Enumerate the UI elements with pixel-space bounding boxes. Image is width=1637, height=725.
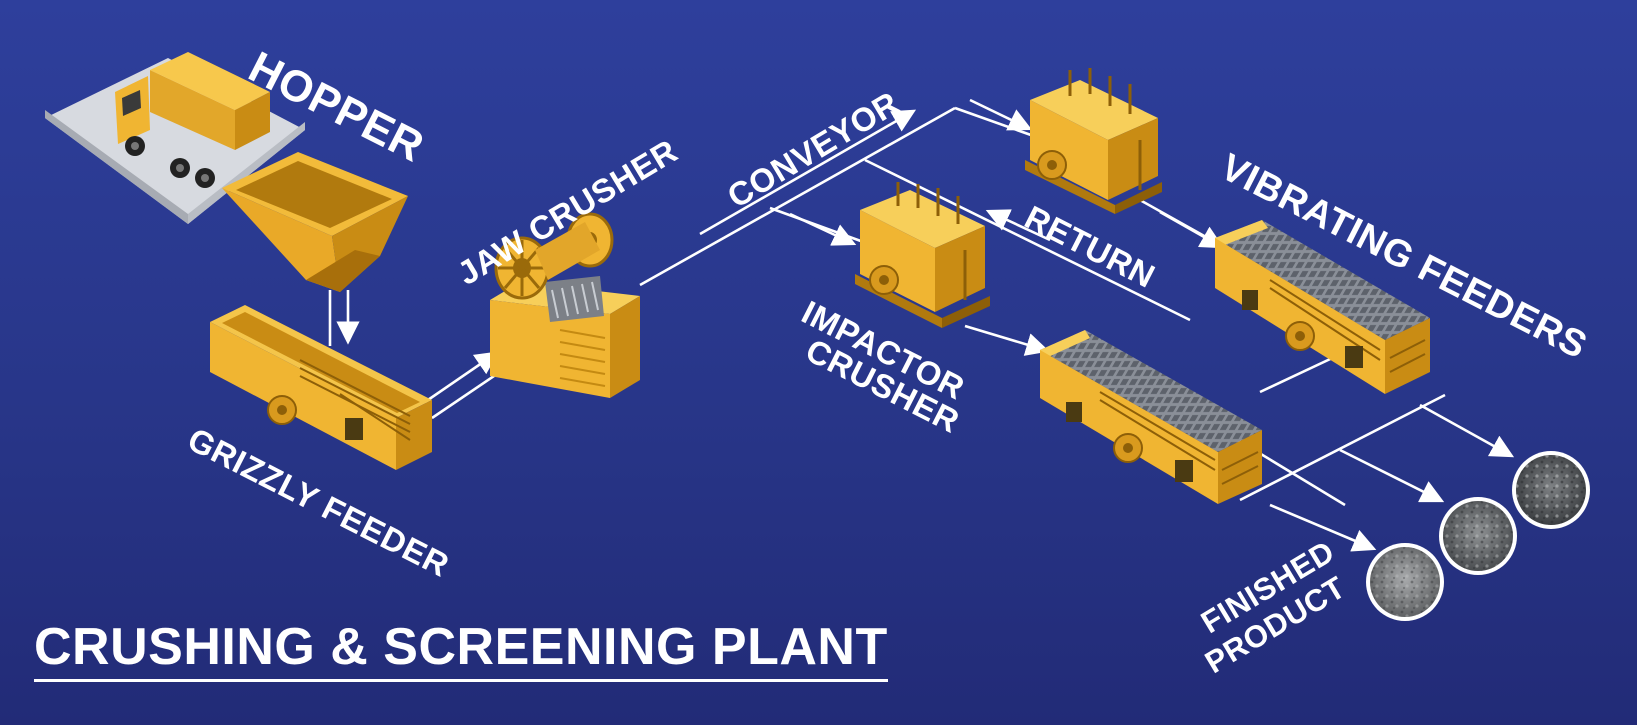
collector-line bbox=[1239, 393, 1446, 502]
page-title: CRUSHING & SCREENING PLANT bbox=[34, 620, 888, 682]
product-arrow-2 bbox=[1339, 448, 1445, 503]
feeder-to-jaw-arrow bbox=[424, 351, 499, 404]
product-arrow-1 bbox=[1269, 503, 1377, 552]
jaw-crusher-icon bbox=[490, 212, 640, 398]
hopper-icon bbox=[222, 152, 408, 292]
gravel-pile-icon-medium bbox=[1439, 497, 1517, 575]
vibrating-screen-icon-lower bbox=[1040, 330, 1262, 504]
gravel-pile-icon-coarse bbox=[1512, 451, 1590, 529]
impactor-crusher-icon-top bbox=[1025, 68, 1162, 214]
vibrating-screen-icon-upper bbox=[1215, 220, 1430, 394]
return-arrow bbox=[985, 209, 1051, 242]
top-impactor-arrow bbox=[969, 98, 1033, 131]
impactor-arrow bbox=[789, 212, 857, 246]
gravel-pile-icon-fine bbox=[1366, 543, 1444, 621]
product-arrow-3 bbox=[1419, 403, 1515, 458]
impactor-to-screen-arrow bbox=[964, 324, 1050, 356]
impactor-crusher-icon-middle bbox=[855, 182, 990, 328]
grizzly-feeder-icon bbox=[210, 305, 432, 470]
conveyor-main-line bbox=[639, 106, 956, 287]
conveyor-arrow bbox=[699, 109, 917, 236]
dump-truck-icon bbox=[45, 52, 305, 224]
